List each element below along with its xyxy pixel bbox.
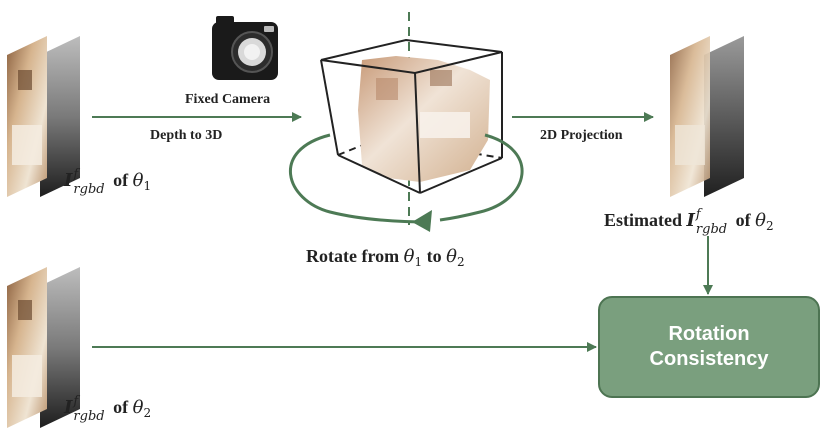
rotate-to-sub: 2 xyxy=(456,255,465,269)
input-bottom-of: of xyxy=(113,397,129,418)
estimated-theta-sub: 2 xyxy=(765,219,774,234)
estimated-symbol: I xyxy=(686,210,695,232)
rotation-cube xyxy=(320,12,503,225)
input-top-theta-sub: 1 xyxy=(143,179,152,194)
estimated-of: of xyxy=(735,210,751,231)
rotate-to-word: to xyxy=(426,246,442,266)
input-bottom-symbol: I xyxy=(64,397,73,419)
estimated-sup: f xyxy=(695,207,701,222)
rotate-from-theta: θ xyxy=(403,246,415,267)
rotation-consistency-line2: Consistency xyxy=(649,348,769,370)
rgb-image-theta2-bed xyxy=(12,355,42,397)
estimated-image-pair-theta2 xyxy=(670,36,744,197)
input-image-pair-theta1 xyxy=(7,36,80,197)
input-top-theta: θ xyxy=(132,170,144,192)
estimated-prefix: Estimated xyxy=(604,210,682,231)
input-bottom-theta-sub: 2 xyxy=(143,406,152,421)
rotate-to-theta: θ xyxy=(446,246,457,267)
2d-projection-label: 2D Projection xyxy=(540,128,623,143)
fixed-camera-label: Fixed Camera xyxy=(185,92,271,107)
rgb-image-theta1 xyxy=(7,36,47,197)
rotate-from-sub: 1 xyxy=(414,255,423,269)
input-top-of: of xyxy=(113,170,129,191)
rgb-image-theta2-frame xyxy=(18,300,32,320)
input-top-symbol: I xyxy=(64,170,73,192)
rgb-image-theta1-frame xyxy=(18,70,32,90)
estimated-theta: θ xyxy=(755,210,766,232)
depth-image-theta1 xyxy=(40,36,80,197)
estimated-rgb-image xyxy=(670,36,710,197)
rotation-arrow-icon xyxy=(288,133,524,232)
input-top-sup: f xyxy=(73,167,79,182)
estimated-rgb-image-bed xyxy=(675,125,705,165)
input-image-pair-theta2 xyxy=(7,267,80,428)
input-bottom-sup: f xyxy=(73,394,79,409)
input-bottom-theta: θ xyxy=(132,397,144,419)
camera-icon xyxy=(212,16,278,80)
input-bottom-sub: rgbd xyxy=(73,409,105,424)
estimated-sub: rgbd xyxy=(695,222,728,237)
rotation-consistency-line1: Rotation xyxy=(668,323,750,345)
rotate-text: Rotate from xyxy=(306,246,400,266)
rgb-image-theta2 xyxy=(7,267,47,428)
depth-to-3d-label: Depth to 3D xyxy=(150,128,223,143)
estimated-depth-image xyxy=(704,36,744,197)
rotation-consistency-box: Rotation Consistency xyxy=(598,296,820,398)
rotate-label: Rotate from θ1 to θ2 xyxy=(306,246,465,269)
depth-image-theta2 xyxy=(40,267,80,428)
rgb-image-theta1-bed xyxy=(12,125,42,165)
input-top-sub: rgbd xyxy=(73,182,105,197)
